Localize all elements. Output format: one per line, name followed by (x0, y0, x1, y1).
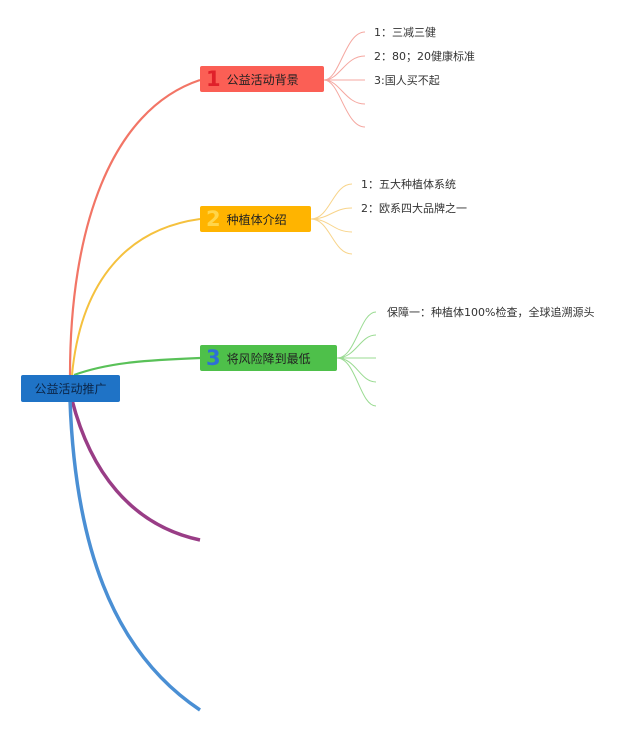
connector-root-branch2 (71, 218, 201, 376)
branch-node-2[interactable]: 2 种植体介绍 (200, 206, 311, 232)
leaf-3-1[interactable]: 保障一：种植体100%检查，全球追溯源头 (387, 306, 595, 319)
leaf-1-1[interactable]: 1：三减三健 (374, 26, 436, 39)
branch-label-3: 将风险降到最低 (226, 351, 311, 366)
branch-label-1: 公益活动背景 (226, 72, 299, 87)
branch-node-1[interactable]: 1 公益活动背景 (200, 66, 324, 92)
branch3-fan (336, 311, 377, 407)
root-node-label: 公益活动推广 (34, 382, 107, 396)
leaf-2-2[interactable]: 2：欧系四大品牌之一 (361, 202, 467, 215)
connector-root-branch3 (73, 356, 201, 377)
leaf-2-1[interactable]: 1：五大种植体系统 (361, 178, 456, 191)
branch-node-3[interactable]: 3 将风险降到最低 (200, 345, 337, 371)
branch-number-3: 3 (206, 345, 221, 370)
leaf-1-3[interactable]: 3:国人买不起 (374, 74, 440, 87)
root-node[interactable]: 公益活动推广 (21, 375, 120, 402)
branch-label-2: 种植体介绍 (226, 212, 287, 227)
leaf-1-2[interactable]: 2：80；20健康标准 (374, 50, 475, 63)
branch1-fan (323, 31, 366, 128)
branch2-fan (310, 183, 353, 255)
connector-root-branch1 (68, 78, 201, 376)
connector-root-branch5 (68, 399, 201, 712)
connector-root-branch4 (70, 399, 201, 542)
branch-number-2: 2 (206, 206, 221, 231)
branch-number-1: 1 (206, 66, 221, 91)
